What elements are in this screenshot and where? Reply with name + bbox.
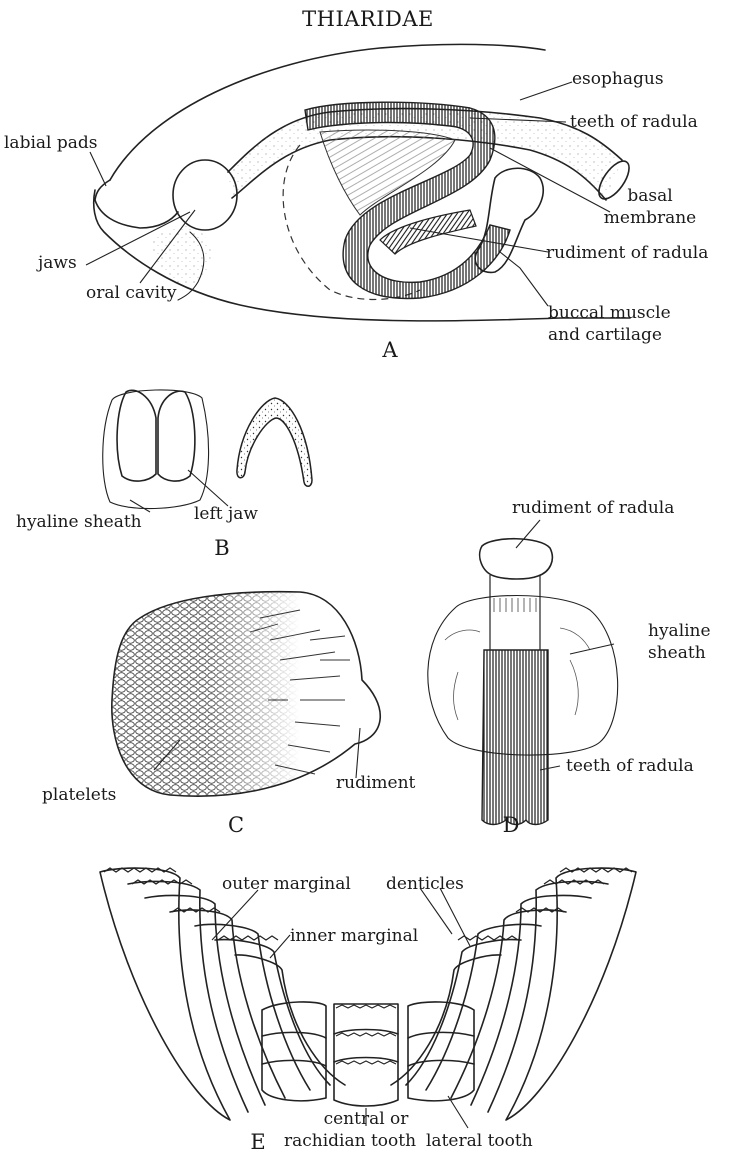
jaws-shape xyxy=(173,160,237,230)
leader-left-jaw xyxy=(188,470,228,506)
label-central-or: central or xyxy=(324,1109,410,1129)
label-left-jaw: left jaw xyxy=(194,504,258,524)
panel-d-radula-sheath: rudiment of radula hyaline sheath teeth … xyxy=(428,498,711,837)
radula-neck-hatch xyxy=(494,598,536,612)
label-lateral-tooth: lateral tooth xyxy=(426,1131,533,1151)
label-platelets: platelets xyxy=(42,785,116,805)
panel-letter-b: B xyxy=(214,536,229,560)
label-hyaline-d: hyaline xyxy=(648,621,711,641)
leader-labial-pads xyxy=(90,152,106,186)
panel-letter-c: C xyxy=(228,813,244,837)
radula-neck xyxy=(490,575,540,650)
label-teeth-of-radula: teeth of radula xyxy=(570,112,698,132)
leader-hyaline-d xyxy=(570,644,614,654)
lateral-tooth-right xyxy=(408,1002,474,1101)
panel-c-hyaline-sheath: platelets rudiment C xyxy=(42,592,416,837)
leader-outer-marginal xyxy=(212,890,258,940)
label-sheath-d: sheath xyxy=(648,643,706,663)
platelets-mosaic xyxy=(112,592,380,796)
oral-cavity-shape xyxy=(150,226,211,285)
panel-b-jaws: hyaline sheath left jaw B xyxy=(16,390,312,560)
denticles-right xyxy=(458,868,632,940)
leader-lateral xyxy=(448,1096,468,1128)
rudiment-cap xyxy=(480,539,553,579)
label-teeth-of-radula-d: teeth of radula xyxy=(566,756,694,776)
figure-title: THIARIDAE xyxy=(302,7,434,31)
central-tooth-cusps xyxy=(336,1005,396,1064)
leader-denticles-2 xyxy=(440,888,470,946)
panel-letter-a: A xyxy=(381,338,398,362)
label-esophagus: esophagus xyxy=(572,69,664,89)
panel-letter-d: D xyxy=(503,813,520,837)
leader-rudiment-of-radula-d xyxy=(516,520,540,548)
left-jaw-lateral xyxy=(237,398,312,486)
marginal-teeth-right xyxy=(391,868,636,1120)
label-basal: basal xyxy=(627,186,672,206)
label-inner-marginal: inner marginal xyxy=(290,926,418,946)
label-rudiment-of-radula-d: rudiment of radula xyxy=(512,498,674,518)
right-jaw-plate xyxy=(158,391,195,481)
leader-denticles-1 xyxy=(420,888,452,934)
label-outer-marginal: outer marginal xyxy=(222,874,351,894)
panel-e-radula-teeth: outer marginal denticles inner marginal … xyxy=(100,868,636,1153)
label-buccal-muscle: buccal muscle xyxy=(548,303,671,323)
label-and-cartilage: and cartilage xyxy=(548,325,662,345)
label-jaws: jaws xyxy=(36,253,77,273)
radula-column xyxy=(482,650,548,825)
leader-inner-marginal xyxy=(270,935,290,958)
central-tooth xyxy=(334,1004,398,1106)
label-hyaline-sheath: hyaline sheath xyxy=(16,512,142,532)
label-membrane: membrane xyxy=(604,208,696,228)
label-oral-cavity: oral cavity xyxy=(86,283,177,303)
label-rudiment-of-radula: rudiment of radula xyxy=(546,243,708,263)
labial-pad-lobe xyxy=(95,180,178,228)
label-rachidian-tooth: rachidian tooth xyxy=(284,1131,416,1151)
label-rudiment: rudiment xyxy=(336,773,416,793)
leader-esophagus xyxy=(520,82,572,100)
label-labial-pads: labial pads xyxy=(4,133,98,153)
label-denticles: denticles xyxy=(386,874,464,894)
panel-a-buccal-mass: esophagus labial pads teeth of radula ba… xyxy=(4,44,708,362)
panel-letter-e: E xyxy=(250,1130,265,1153)
left-jaw-plate xyxy=(117,390,156,481)
marginal-teeth-left xyxy=(100,868,345,1120)
leader-hyaline-sheath-b xyxy=(130,500,150,512)
